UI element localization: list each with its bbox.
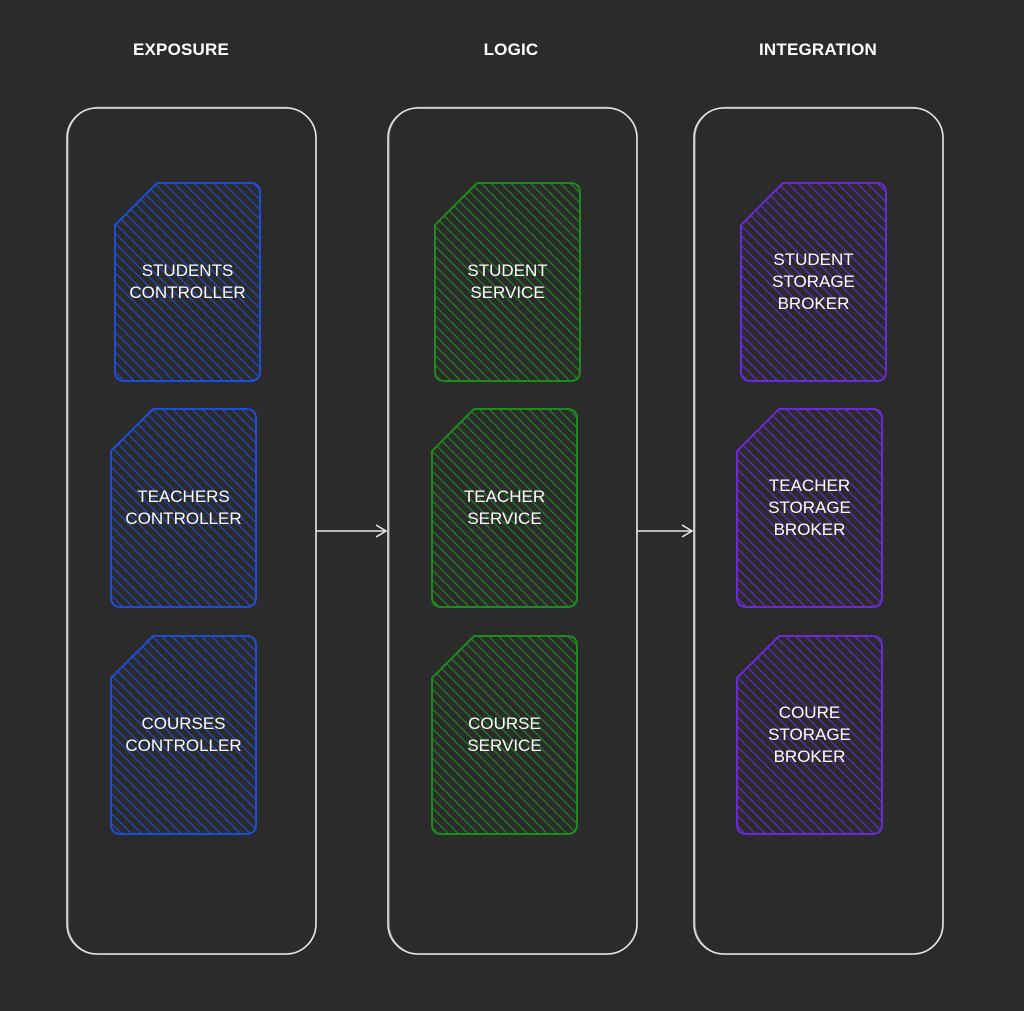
card-student-storage-broker — [740, 182, 887, 382]
column-title-exposure: EXPOSURE — [132, 40, 230, 59]
label-line: CONTROLLER — [125, 509, 242, 528]
label-line: SERVICE — [470, 283, 545, 302]
label-line: SERVICE — [467, 736, 542, 755]
card-label-teacher-service: TEACHER SERVICE — [432, 409, 577, 607]
card-students-controller — [114, 182, 261, 382]
arrow-logic-to-integration-head — [681, 524, 694, 538]
label-line: TEACHER — [463, 487, 546, 506]
column-title-integration: INTEGRATION — [758, 40, 878, 59]
card-label-courses-controller: COURSES CONTROLLER — [111, 636, 256, 834]
card-label-student-service: STUDENT SERVICE — [435, 183, 580, 381]
card-course-storage-broker — [736, 635, 883, 835]
label-line: STORAGE — [772, 272, 855, 291]
card-label-course-service: COURSE SERVICE — [432, 636, 577, 834]
card-course-service — [431, 635, 578, 835]
card-teacher-service — [431, 408, 578, 608]
label-line: BROKER — [777, 294, 850, 313]
card-courses-controller — [110, 635, 257, 835]
label-line: STORAGE — [768, 725, 851, 744]
column-title-logic: LOGIC — [483, 40, 539, 59]
label-line: STUDENTS — [141, 261, 234, 280]
card-label-student-storage-broker: STUDENT STORAGE BROKER — [741, 183, 886, 381]
card-label-course-storage-broker: COURE STORAGE BROKER — [737, 636, 882, 834]
label-line: CONTROLLER — [129, 283, 246, 302]
card-teacher-storage-broker — [736, 408, 883, 608]
card-label-teachers-controller: TEACHERS CONTROLLER — [111, 409, 256, 607]
column-box-integration-sketch — [694, 106, 944, 955]
label-line: TEACHER — [768, 476, 851, 495]
label-line: STUDENT — [467, 261, 548, 280]
arrow-exposure-to-logic-head — [375, 524, 388, 538]
label-line: STUDENT — [773, 250, 854, 269]
label-line: CONTROLLER — [125, 736, 242, 755]
label-line: BROKER — [773, 747, 846, 766]
label-line: COURSE — [468, 714, 541, 733]
card-label-students-controller: STUDENTS CONTROLLER — [115, 183, 260, 381]
card-teachers-controller — [110, 408, 257, 608]
label-line: STORAGE — [768, 498, 851, 517]
label-line: COURE — [778, 703, 841, 722]
label-line: COURSES — [141, 714, 226, 733]
label-line: TEACHERS — [137, 487, 230, 506]
card-student-service — [434, 182, 581, 382]
column-box-exposure-sketch — [67, 106, 317, 955]
label-line: SERVICE — [467, 509, 542, 528]
column-box-logic-sketch — [388, 106, 638, 955]
card-label-teacher-storage-broker: TEACHER STORAGE BROKER — [737, 409, 882, 607]
label-line: BROKER — [773, 520, 846, 539]
